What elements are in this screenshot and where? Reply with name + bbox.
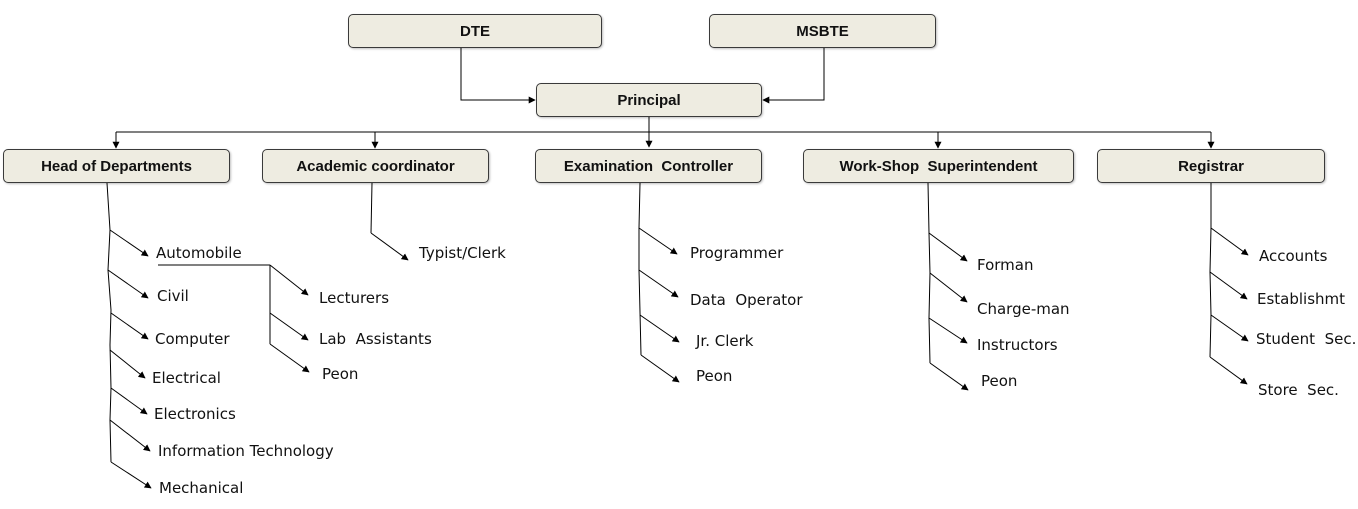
registrar-trunk — [1209, 183, 1212, 358]
branch-computer — [110, 312, 149, 340]
exam-programmer: Programmer — [690, 244, 784, 262]
exam-jr-clerk: Jr. Clerk — [696, 332, 754, 350]
branch-jr-clerk — [639, 314, 680, 343]
hod-trunk — [106, 182, 112, 463]
branch-electronics — [110, 387, 148, 415]
workshop-trunk — [927, 182, 931, 364]
dept-electrical: Electrical — [152, 369, 221, 387]
registrar-accounts: Accounts — [1259, 247, 1328, 265]
exam-data-operator: Data Operator — [690, 291, 803, 309]
dept-automobile: Automobile — [156, 244, 242, 262]
branch-student-sec — [1210, 314, 1249, 342]
branch-workshop-peon — [929, 362, 969, 391]
branch-programmer — [638, 227, 678, 255]
dept-computer: Computer — [155, 330, 230, 348]
workshop-instructors: Instructors — [977, 336, 1058, 354]
dte-to-principal-connector — [460, 48, 536, 104]
branch-instructors — [928, 317, 968, 344]
branch-store-sec — [1209, 356, 1248, 385]
auto-lecturers: Lecturers — [319, 289, 390, 307]
dept-civil: Civil — [157, 287, 189, 305]
branch-forman — [928, 232, 968, 262]
exam-trunk — [638, 182, 642, 356]
registrar-store-sec: Store Sec. — [1258, 381, 1339, 399]
dept-mechanical: Mechanical — [159, 479, 244, 497]
dept-electronics: Electronics — [154, 405, 236, 423]
dte-box: DTE — [348, 14, 602, 48]
branch-mechanical — [110, 461, 152, 489]
workshop-charge-man: Charge-man — [977, 300, 1070, 318]
head-of-departments-box: Head of Departments — [3, 149, 230, 183]
branch-electrical — [109, 349, 146, 379]
branch-charge-man — [929, 272, 968, 303]
principal-box: Principal — [536, 83, 762, 117]
dept-information-technology: Information Technology — [158, 442, 334, 460]
branch-lecturers — [269, 264, 309, 296]
registrar-box: Registrar — [1097, 149, 1325, 183]
branch-automobile — [109, 229, 149, 257]
workshop-forman: Forman — [977, 256, 1034, 274]
examination-controller-box: Examination Controller — [535, 149, 762, 183]
branch-data-operator — [638, 269, 679, 298]
workshop-superintendent-box: Work-Shop Superintendent — [803, 149, 1074, 183]
academic-coordinator-box: Academic coordinator — [262, 149, 489, 183]
branch-lab-assistants — [269, 312, 309, 341]
branch-information-technology — [109, 419, 151, 452]
registrar-student-sec: Student Sec. — [1256, 330, 1357, 348]
msbte-to-principal-connector — [762, 48, 825, 104]
branch-accounts — [1210, 227, 1249, 256]
auto-peon: Peon — [322, 365, 359, 383]
registrar-establishmt: Establishmt — [1257, 290, 1346, 308]
academic-typist-clerk: Typist/Clerk — [419, 244, 506, 262]
workshop-peon: Peon — [981, 372, 1018, 390]
msbte-box: MSBTE — [709, 14, 936, 48]
branch-typist-clerk — [370, 232, 409, 261]
auto-lab-assistants: Lab Assistants — [319, 330, 432, 348]
branch-establishmt — [1209, 271, 1248, 300]
branch-auto-peon — [269, 343, 310, 373]
branch-exam-peon — [640, 354, 680, 383]
exam-peon: Peon — [696, 367, 733, 385]
academic-trunk — [370, 182, 373, 234]
branch-civil — [107, 269, 149, 299]
